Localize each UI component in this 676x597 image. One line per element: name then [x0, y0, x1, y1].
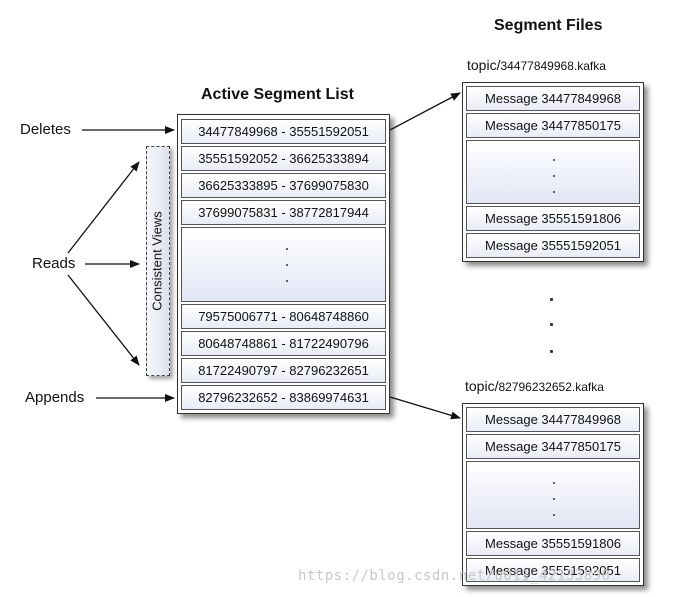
- message-row: Message 35551591806: [466, 531, 640, 556]
- file-1-pointer-arrow: [389, 92, 461, 131]
- segment-row: 79575006771 - 80648748860: [181, 304, 386, 329]
- message-row: Message 34477849968: [466, 407, 640, 432]
- file-name: 82796232652.kafka: [498, 380, 604, 394]
- file-prefix: topic/: [465, 378, 499, 394]
- segment-file-1-title: topic/34477849968.kafka: [467, 57, 606, 73]
- ellipsis-dot: [553, 498, 555, 500]
- ellipsis-dot: [553, 175, 555, 177]
- message-row: Message 35551591806: [466, 206, 640, 231]
- ellipsis-dot: [553, 482, 555, 484]
- segment-file-2-title: topic/82796232652.kafka: [465, 378, 604, 394]
- active-segment-list: 34477849968 - 35551592051 35551592052 - …: [177, 114, 390, 414]
- segment-row: 82796232652 - 83869974631: [181, 385, 386, 410]
- reads-label: Reads: [32, 255, 76, 272]
- segment-row: 35551592052 - 36625333894: [181, 146, 386, 171]
- file-prefix: topic/: [467, 57, 501, 73]
- segment-row: 34477849968 - 35551592051: [181, 119, 386, 144]
- consistent-views-bar: [146, 146, 170, 376]
- segment-files-title: Segment Files: [494, 17, 603, 34]
- segment-file-1: Message 34477849968 Message 34477850175 …: [462, 82, 644, 262]
- deletes-label: Deletes: [20, 121, 71, 138]
- segment-row: 81722490797 - 82796232651: [181, 358, 386, 383]
- ellipsis-dot: [553, 191, 555, 193]
- files-ellipsis-dot: [550, 350, 553, 353]
- ellipsis-dot: [286, 248, 288, 250]
- reads-arrow-up: [67, 161, 140, 254]
- ellipsis-dot: [286, 264, 288, 266]
- message-ellipsis: [466, 461, 640, 529]
- message-row: Message 34477849968: [466, 86, 640, 111]
- appends-label: Appends: [25, 389, 85, 406]
- message-row: Message 35551592051: [466, 233, 640, 258]
- ellipsis-dot: [553, 159, 555, 161]
- segment-row: 36625333895 - 37699075830: [181, 173, 386, 198]
- segment-row: 80648748861 - 81722490796: [181, 331, 386, 356]
- watermark: https://blog.csdn.net/u011_42133890: [298, 568, 611, 584]
- reads-arrow-down: [67, 274, 140, 366]
- active-segment-list-title: Active Segment List: [201, 86, 354, 103]
- message-row: Message 35551592051: [466, 558, 640, 582]
- file-name: 34477849968.kafka: [500, 59, 606, 73]
- message-row: Message 34477850175: [466, 113, 640, 138]
- file-2-pointer-arrow: [389, 396, 461, 420]
- files-ellipsis-dot: [550, 298, 553, 301]
- message-row: Message 34477850175: [466, 434, 640, 459]
- segment-list-ellipsis: [181, 227, 386, 302]
- segment-file-2: Message 34477849968 Message 34477850175 …: [462, 403, 644, 586]
- ellipsis-dot: [286, 280, 288, 282]
- message-ellipsis: [466, 140, 640, 204]
- segment-row: 37699075831 - 38772817944: [181, 200, 386, 225]
- files-ellipsis-dot: [550, 323, 553, 326]
- ellipsis-dot: [553, 514, 555, 516]
